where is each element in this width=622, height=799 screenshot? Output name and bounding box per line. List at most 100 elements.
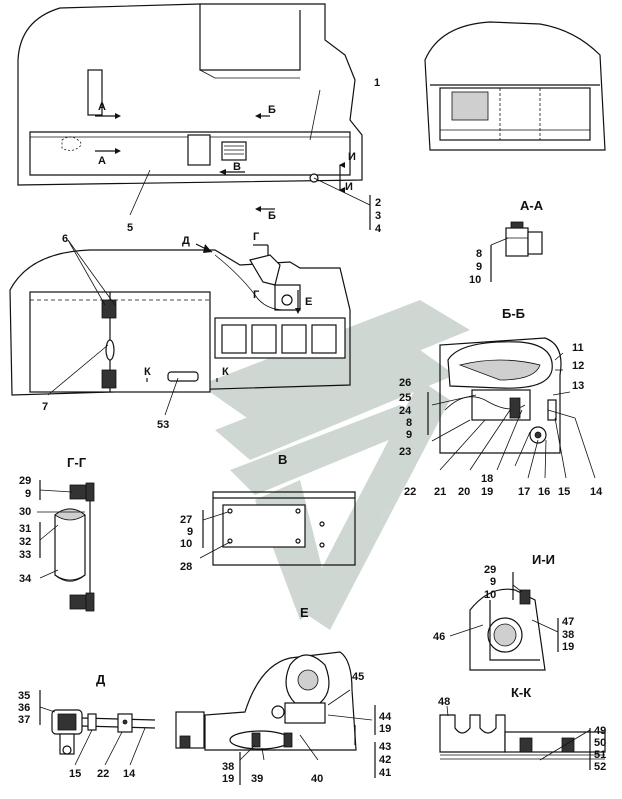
section-bb-callout: 23 [399, 446, 411, 458]
section-bb-callout: 16 [538, 486, 550, 498]
view-d-callout: 37 [18, 714, 30, 726]
section-bb-callout: 17 [518, 486, 530, 498]
arrow-label-v: В [233, 161, 241, 173]
view-d [39, 690, 156, 766]
section-aa [490, 221, 543, 282]
section-bb-callout: 22 [404, 486, 416, 498]
arrow-label-i-bottom: И [345, 181, 353, 193]
view-v-callout: 9 [187, 526, 193, 538]
view-e-callout: 19 [379, 723, 391, 735]
view-e-callout: 40 [311, 773, 323, 785]
section-gg-callout: 34 [19, 573, 32, 585]
view-e-callout: 39 [251, 773, 263, 785]
arrow-label-a-top: А [98, 101, 106, 113]
section-bb-callout: 13 [572, 380, 584, 392]
view-d-callout: 15 [69, 768, 81, 780]
section-gg-callout: 9 [25, 488, 31, 500]
callout-3: 3 [375, 210, 381, 222]
section-gg-callout: 30 [19, 506, 31, 518]
section-bb-callout: 24 [399, 405, 412, 417]
section-ii-callout: 38 [562, 629, 574, 641]
section-bb-callout: 9 [406, 429, 412, 441]
section-kk-callout: 52 [594, 761, 606, 773]
section-ii-callout: 9 [490, 576, 496, 588]
section-aa-title: А-А [520, 198, 544, 213]
section-kk-callout: 48 [438, 696, 450, 708]
section-ii-title: И-И [532, 552, 555, 567]
section-bb [427, 337, 596, 479]
arrow-label-a-bottom: А [98, 155, 106, 167]
view-d-callout: 35 [18, 690, 30, 702]
view-e-callout: 42 [379, 754, 391, 766]
section-bb-callout: 15 [558, 486, 570, 498]
section-kk-callout: 49 [594, 725, 606, 737]
view-v [199, 491, 356, 566]
callout-1: 1 [374, 77, 380, 89]
view-e-callout: 38 [222, 761, 234, 773]
arrow-label-g-top: Г [253, 231, 260, 243]
section-bb-callout: 21 [434, 486, 446, 498]
view-v-callout: 10 [180, 538, 192, 550]
section-bb-callout: 12 [572, 360, 584, 372]
arrow-label-k-left: К [144, 366, 151, 378]
section-ii-callout: 10 [484, 589, 496, 601]
section-bb-callout: 26 [399, 377, 411, 389]
section-kk-callout: 51 [594, 749, 606, 761]
arrow-label-d: Д [182, 235, 190, 247]
view-v-callout: 28 [180, 561, 192, 573]
callout-4: 4 [375, 223, 382, 235]
section-gg [37, 480, 95, 612]
section-gg-callout: 32 [19, 536, 31, 548]
view-e-title: Е [300, 605, 309, 620]
view-e-callout: 43 [379, 741, 391, 753]
arrow-label-i-top: И [348, 151, 356, 163]
arrow-label-b-top: Б [268, 104, 276, 116]
arrow-label-b-bottom: Б [268, 210, 276, 222]
section-bb-callout: 25 [399, 392, 411, 404]
callout-5: 5 [127, 222, 133, 234]
section-bb-callout: 20 [458, 486, 470, 498]
section-bb-title: Б-Б [502, 306, 525, 321]
callout-7: 7 [42, 401, 48, 413]
arrow-label-g-mid: Г [253, 289, 260, 301]
section-gg-callout: 33 [19, 549, 31, 561]
section-kk [439, 705, 606, 770]
top-right-detail [424, 21, 606, 151]
section-kk-title: К-К [511, 685, 531, 700]
main-view [17, 3, 371, 230]
arrow-label-k-right: К [222, 366, 229, 378]
view-e-callout: 41 [379, 767, 391, 779]
section-aa-callout: 10 [469, 274, 481, 286]
view-d-callout: 22 [97, 768, 109, 780]
view-d-callout: 14 [123, 768, 136, 780]
section-bb-callout: 8 [406, 417, 412, 429]
section-bb-callout: 19 [481, 486, 493, 498]
section-aa-callout: 8 [476, 248, 482, 260]
section-gg-callout: 31 [19, 523, 31, 535]
section-kk-callout: 50 [594, 737, 606, 749]
section-ii-callout: 46 [433, 631, 445, 643]
section-bb-callout: 11 [572, 342, 584, 354]
section-aa-callout: 9 [476, 261, 482, 273]
section-bb-callout: 18 [481, 473, 493, 485]
view-v-title: В [278, 452, 287, 467]
section-gg-title: Г-Г [67, 455, 87, 470]
section-ii-callout: 29 [484, 564, 496, 576]
section-bb-callout: 14 [590, 486, 603, 498]
view-e-callout: 45 [352, 671, 364, 683]
section-ii [449, 572, 559, 671]
view-e-callout: 19 [222, 773, 234, 785]
section-ii-callout: 47 [562, 616, 574, 628]
view-e [175, 651, 376, 785]
view-d-title: Д [96, 672, 106, 687]
section-gg-callout: 29 [19, 475, 31, 487]
view-v-callout: 27 [180, 514, 192, 526]
watermark-logo [200, 300, 470, 630]
section-ii-callout: 19 [562, 641, 574, 653]
view-e-callout: 44 [379, 711, 392, 723]
callout-53: 53 [157, 419, 169, 431]
arrow-label-e: Е [305, 296, 312, 308]
callout-6: 6 [62, 233, 68, 245]
plan-view [9, 239, 351, 416]
